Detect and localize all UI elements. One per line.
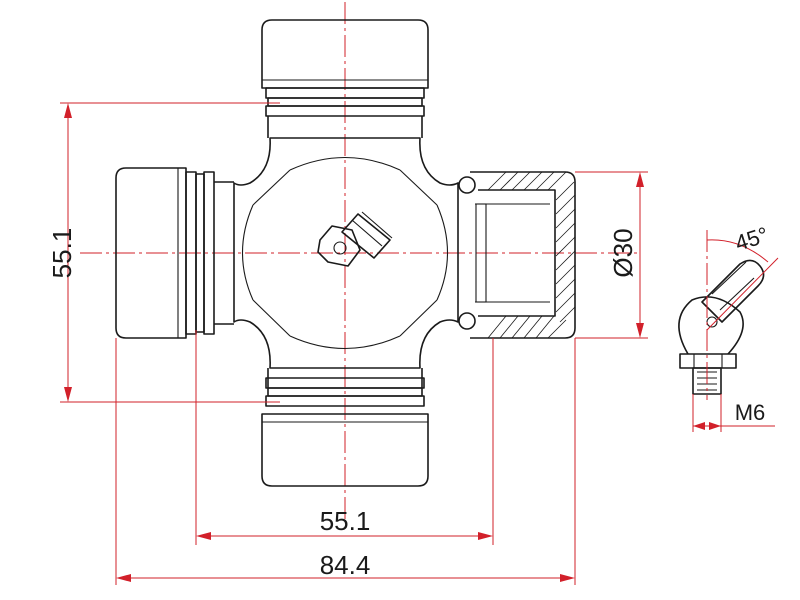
label-height-left: 55.1 [47, 228, 77, 279]
right-bearing-cup-section [458, 171, 576, 339]
dimension-height-left [60, 102, 280, 403]
section-hatch [487, 171, 576, 339]
center-grease-nipple [317, 211, 393, 267]
dimension-thread [692, 394, 775, 432]
dimension-width-total [115, 338, 576, 585]
dimension-cup-diameter [575, 171, 648, 339]
label-width-total: 84.4 [320, 550, 371, 580]
dimension-width-inner [195, 330, 494, 545]
label-fitting-angle: 45° [732, 222, 771, 256]
bottom-bearing-cup [261, 368, 429, 487]
label-cup-diameter: Ø30 [608, 228, 638, 277]
left-bearing-cup [115, 167, 234, 339]
label-thread: M6 [735, 400, 766, 425]
top-bearing-cup [261, 19, 429, 138]
cross-body [233, 137, 459, 369]
grease-fitting-detail [678, 230, 779, 400]
label-width-inner: 55.1 [320, 506, 371, 536]
